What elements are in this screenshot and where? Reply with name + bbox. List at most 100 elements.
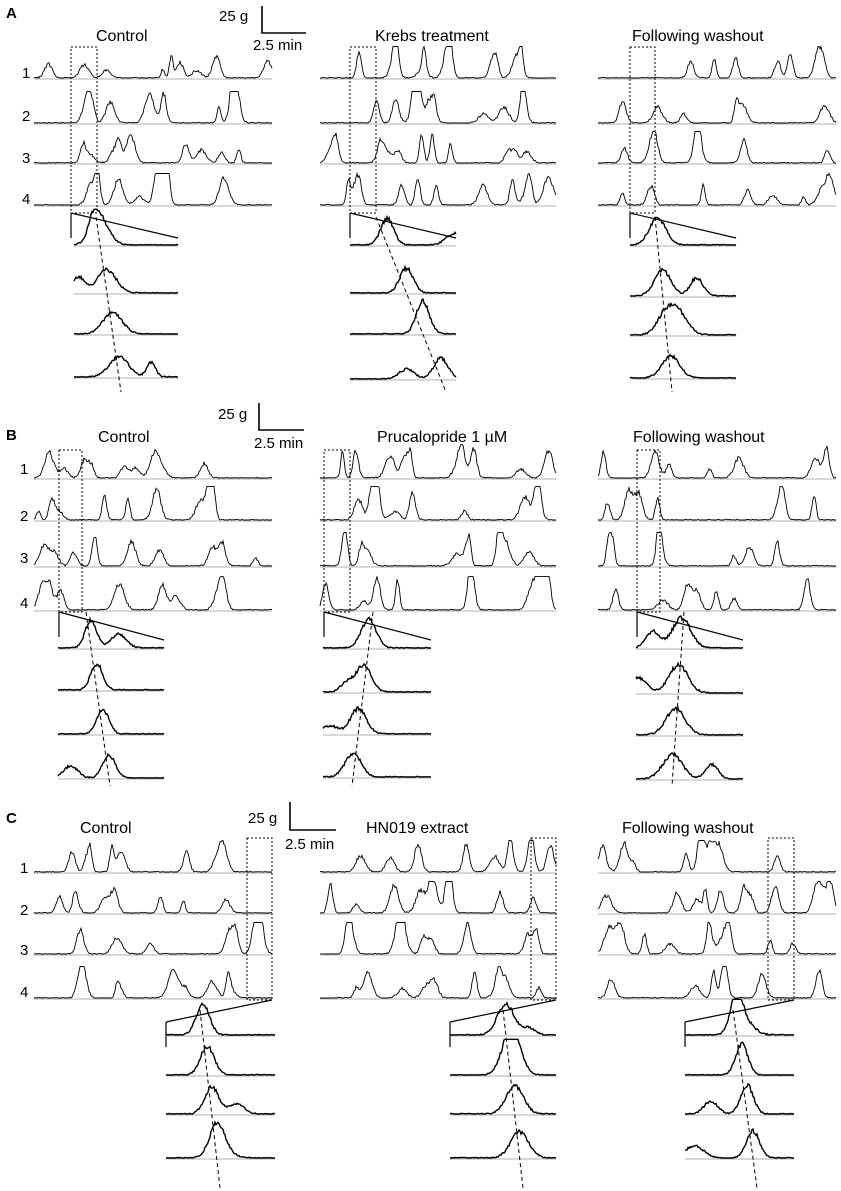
panel-b-scale-force: 25 g — [218, 406, 247, 423]
panel-b-col-2-row-4-trace — [319, 575, 557, 611]
panel-b-col-2-propagation-line — [351, 611, 374, 787]
panel-b-row-label-1: 1 — [20, 461, 28, 478]
panel-b-col-3-zoom-line-diagonal — [636, 611, 744, 641]
panel-b-col-1-propagation-line — [85, 611, 111, 787]
panel-b-col-2-row-2-trace — [319, 485, 556, 521]
panel-a-col-2-inset-3-trace — [349, 298, 456, 335]
panel-letter-a: A — [6, 5, 17, 22]
panel-c-col-1-inset-3-trace — [165, 1084, 276, 1115]
panel-b-col-2-row-3-trace — [320, 531, 556, 567]
panel-a-col-3-inset-2-trace — [629, 267, 737, 297]
panel-a-col-2-inset-4-trace — [349, 355, 457, 380]
panel-a-col-3-zoom-line-diagonal — [629, 212, 737, 239]
panel-a-col-1-row-1-trace — [33, 54, 273, 79]
panel-b-col-3-inset-3-trace — [635, 705, 744, 736]
panel-b-col-1-row-1-trace — [33, 448, 273, 479]
panel-a-col-3-row-4-trace — [598, 172, 837, 206]
panel-c-col-2-propagation-line — [502, 1009, 524, 1189]
panel-b-row-label-2: 2 — [20, 508, 28, 525]
panel-a-col-1-row-3-trace — [33, 134, 273, 164]
panel-a-col-2-zoom-line-diagonal — [349, 212, 457, 239]
panel-c-scale-force: 25 g — [248, 810, 277, 827]
panel-b-col-3-selection-box — [636, 449, 661, 613]
panel-b-row-label-4: 4 — [20, 595, 28, 612]
panel-a-col-1-zoom-line-diagonal — [70, 212, 179, 239]
panel-c-col-2-row-4-trace — [320, 966, 556, 999]
panel-b-col-1-zoom-line-diagonal — [58, 611, 165, 641]
panel-b-col-3-inset-4-trace — [635, 752, 744, 780]
panel-b-scale-time: 2.5 min — [254, 435, 303, 452]
panel-a-scale-force: 25 g — [219, 8, 248, 25]
panel-b-col-2-zoom-line-diagonal — [323, 611, 432, 641]
panel-a-col-3-selection-box — [629, 46, 656, 214]
panel-c-col-3-inset-2-trace — [685, 1041, 794, 1076]
panel-b-col-2-inset-3-trace — [322, 706, 431, 735]
panel-b-col-2-inset-1-trace — [322, 616, 432, 649]
panel-c-col-3-selection-box — [767, 837, 795, 1001]
panel-b-col-1-row-4-trace — [33, 575, 272, 611]
panel-a-col-1-inset-1-trace — [73, 208, 179, 246]
panel-b-col-2-inset-2-trace — [322, 662, 432, 693]
panel-a-scale-bar: 25 g 2.5 min — [219, 6, 306, 54]
panel-c-col-3-zoom-line-diagonal — [684, 999, 795, 1023]
panel-c-col-3-propagation-line — [732, 1009, 758, 1189]
panel-b-col-3-row-1-trace — [597, 445, 837, 479]
panel-c-col-1-row-2-trace — [33, 886, 273, 914]
panel-a-col-1-selection-box — [70, 46, 98, 214]
panel-a-col-2-row-3-trace — [319, 132, 557, 164]
panel-c-scale-bar: 25 g 2.5 min — [248, 802, 336, 853]
panel-c-row-label-3: 3 — [20, 942, 28, 959]
panel-c-col-2-inset-4-trace — [450, 1128, 557, 1159]
panel-c-col-2-inset-2-trace — [450, 1038, 556, 1076]
panel-a-col-3-inset-1-trace — [629, 216, 737, 246]
panel-a-col-3-row-3-trace — [598, 131, 837, 164]
panel-c-row-label-2: 2 — [20, 902, 28, 919]
panel-a-col-1-inset-4-trace — [74, 355, 178, 378]
panel-a-col-2-selection-box — [349, 46, 377, 214]
panel-c-col-1-inset-1-trace — [165, 1002, 275, 1036]
panel-a-col-2-row-4-trace — [319, 171, 557, 206]
panel-b-col-2-inset-4-trace — [323, 752, 432, 778]
panel-b-col-3-inset-2-trace — [635, 661, 743, 694]
panel-a-col-2-inset-2-trace — [350, 264, 456, 294]
panel-c-row-label-4: 4 — [20, 984, 28, 1001]
panel-c-col-1-row-1-trace — [34, 839, 272, 873]
panel-b-title-control: Control — [98, 429, 150, 446]
panel-b-scale-bar: 25 g 2.5 min — [218, 403, 304, 452]
panel-c-col-2-inset-3-trace — [449, 1083, 557, 1115]
panel-b-col-3-row-3-trace — [597, 531, 836, 567]
panel-c-col-1-zoom-line-diagonal — [165, 999, 273, 1023]
panel-b-col-1-inset-4-trace — [57, 752, 165, 779]
panel-a-col-2-inset-1-trace — [350, 214, 457, 246]
panel-a-title-krebs: Krebs treatment — [375, 28, 489, 45]
panel-b-col-1-inset-1-trace — [57, 616, 165, 649]
panel-c-col-1-inset-4-trace — [166, 1120, 276, 1159]
panel-a-col-3-row-2-trace — [598, 96, 837, 124]
panel-a-row-label-3: 3 — [22, 150, 30, 167]
panel-a-col-1-inset-2-trace — [73, 267, 178, 294]
panel-a-col-2-propagation-line — [375, 216, 447, 393]
panel-a-title-washout: Following washout — [632, 28, 764, 45]
panel-c-title-washout: Following washout — [622, 820, 754, 837]
panel-c-col-3-row-4-trace — [597, 966, 837, 999]
panel-a-col-3-inset-4-trace — [629, 353, 736, 379]
panel-a-col-2-row-2-trace — [319, 91, 557, 124]
panel-b-col-3-row-2-trace — [597, 485, 836, 521]
panel-c-col-3-inset-4-trace — [685, 1128, 794, 1159]
panel-c-col-2-row-3-trace — [319, 922, 556, 955]
traces-layer — [33, 44, 837, 1189]
panel-a-col-1-inset-3-trace — [73, 310, 179, 335]
panel-b-col-2-selection-box — [323, 449, 351, 613]
panel-c-col-3-inset-1-trace — [685, 998, 795, 1036]
panel-c-col-3-row-3-trace — [597, 921, 837, 955]
panel-b-col-1-row-3-trace — [33, 536, 273, 567]
panel-b-col-1-inset-3-trace — [58, 708, 165, 735]
panel-c-col-3-inset-3-trace — [685, 1082, 794, 1115]
panel-a-row-label-2: 2 — [22, 108, 30, 125]
panel-a-row-label-1: 1 — [22, 65, 30, 82]
panel-a-scale-time: 2.5 min — [253, 37, 302, 54]
panel-a-col-3-propagation-line — [654, 216, 673, 393]
panel-b-col-2-row-1-trace — [319, 443, 557, 479]
panel-c-col-1-inset-2-trace — [165, 1045, 276, 1076]
